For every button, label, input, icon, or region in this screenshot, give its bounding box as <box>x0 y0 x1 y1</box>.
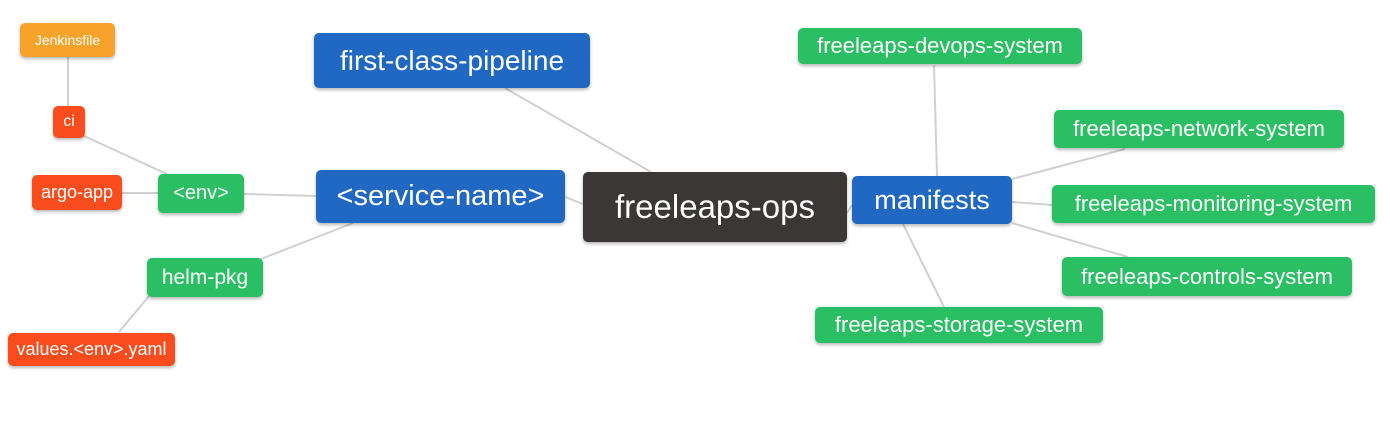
node-freeleaps-storage-system[interactable]: freeleaps-storage-system <box>815 307 1103 343</box>
node-freeleaps-network-system[interactable]: freeleaps-network-system <box>1054 110 1344 148</box>
edge-service-name-helm-pkg <box>260 222 354 260</box>
node-freeleaps-controls-system[interactable]: freeleaps-controls-system <box>1062 257 1352 296</box>
node-first-class-pipeline[interactable]: first-class-pipeline <box>314 33 590 88</box>
node-freeleaps-devops-system[interactable]: freeleaps-devops-system <box>798 28 1082 64</box>
node-manifests[interactable]: manifests <box>852 176 1012 224</box>
edge-freeleaps-ops-first-class-pipeline <box>504 87 652 173</box>
edge-manifests-controls-system <box>1011 222 1129 258</box>
edge-manifests-network-system <box>1011 148 1126 180</box>
edge-manifests-devops-system <box>933 64 938 177</box>
edge-env-ci <box>83 135 170 176</box>
edge-helm-pkg-values-env-yaml <box>118 295 150 333</box>
node-freeleaps-ops[interactable]: freeleaps-ops <box>583 172 847 242</box>
node-values-env-yaml[interactable]: values.<env>.yaml <box>8 333 175 366</box>
node-ci[interactable]: ci <box>53 106 85 138</box>
edge-manifests-storage-system <box>902 223 945 308</box>
node-service-name[interactable]: <service-name> <box>316 170 565 223</box>
node-argo-app[interactable]: argo-app <box>32 175 122 210</box>
node-freeleaps-monitoring-system[interactable]: freeleaps-monitoring-system <box>1052 185 1375 223</box>
edge-service-name-env <box>243 193 317 197</box>
node-helm-pkg[interactable]: helm-pkg <box>147 258 263 297</box>
edge-freeleaps-ops-service-name <box>564 196 584 205</box>
node-env[interactable]: <env> <box>158 174 244 213</box>
edge-manifests-monitoring-system <box>1011 201 1053 206</box>
node-jenkinsfile[interactable]: Jenkinsfile <box>20 23 115 57</box>
